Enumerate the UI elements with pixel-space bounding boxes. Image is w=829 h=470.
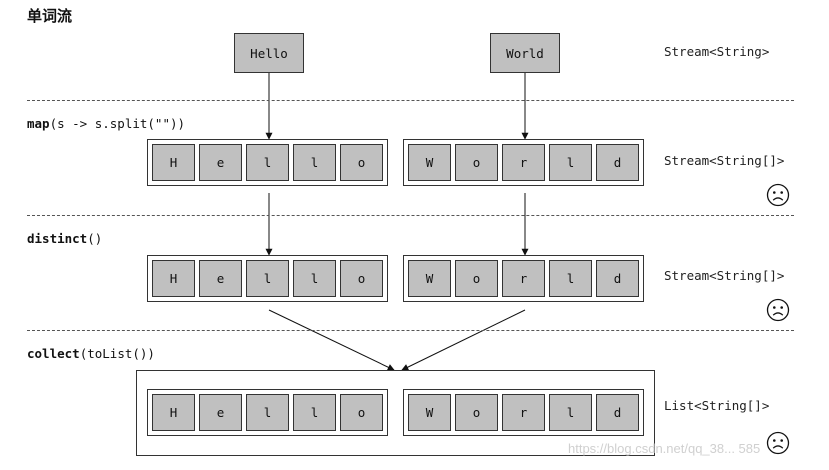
char-cell: e <box>199 394 242 431</box>
char-cell: l <box>293 260 336 297</box>
op-distinct-name: distinct <box>27 231 88 246</box>
char-cell: l <box>246 394 289 431</box>
char-cell: r <box>502 394 545 431</box>
char-cell: o <box>340 260 383 297</box>
char-cell: W <box>408 394 451 431</box>
char-cell: l <box>549 144 592 181</box>
char-cell: o <box>455 144 498 181</box>
char-cell: l <box>549 394 592 431</box>
diagram-title: 单词流 <box>27 7 73 25</box>
watermark: https://blog.csdn.net/qq_38... 585 <box>568 441 761 456</box>
arrow-world-to-collect <box>401 309 526 371</box>
char-cell: e <box>199 144 242 181</box>
char-cell: W <box>408 260 451 297</box>
char-cell: d <box>596 260 639 297</box>
op-distinct-args: () <box>87 231 103 246</box>
op-distinct: distinct() <box>27 231 102 246</box>
char-cell: l <box>293 144 336 181</box>
op-map: map(s -> s.split("")) <box>27 116 185 131</box>
char-cell: o <box>455 394 498 431</box>
type-label-list-array: List<String[]> <box>664 398 770 413</box>
word-box-world: World <box>490 33 560 73</box>
op-collect-args: (toList()) <box>79 346 155 361</box>
char-cell: o <box>340 394 383 431</box>
type-label-stream-string: Stream<String> <box>664 44 770 59</box>
word-box-hello: Hello <box>234 33 304 73</box>
char-cell: l <box>549 260 592 297</box>
sad-face-icon <box>766 431 790 455</box>
char-cell: l <box>293 394 336 431</box>
char-cell: o <box>340 144 383 181</box>
char-cell: e <box>199 260 242 297</box>
separator-1 <box>27 100 794 101</box>
type-label-stream-array-1: Stream<String[]> <box>664 153 785 168</box>
char-cell: o <box>455 260 498 297</box>
sad-face-icon <box>766 298 790 322</box>
op-map-args: (s -> s.split("")) <box>49 116 186 131</box>
char-cell: d <box>596 394 639 431</box>
char-cell: H <box>152 144 195 181</box>
op-map-name: map <box>27 116 50 131</box>
arrow-hello-to-collect <box>268 309 395 371</box>
char-cell: W <box>408 144 451 181</box>
type-label-stream-array-2: Stream<String[]> <box>664 268 785 283</box>
char-cell: H <box>152 260 195 297</box>
char-cell: r <box>502 260 545 297</box>
separator-2 <box>27 215 794 216</box>
op-collect-name: collect <box>27 346 80 361</box>
char-cell: r <box>502 144 545 181</box>
char-cell: l <box>246 260 289 297</box>
char-cell: d <box>596 144 639 181</box>
separator-3 <box>27 330 794 331</box>
op-collect: collect(toList()) <box>27 346 155 361</box>
sad-face-icon <box>766 183 790 207</box>
char-cell: H <box>152 394 195 431</box>
char-cell: l <box>246 144 289 181</box>
